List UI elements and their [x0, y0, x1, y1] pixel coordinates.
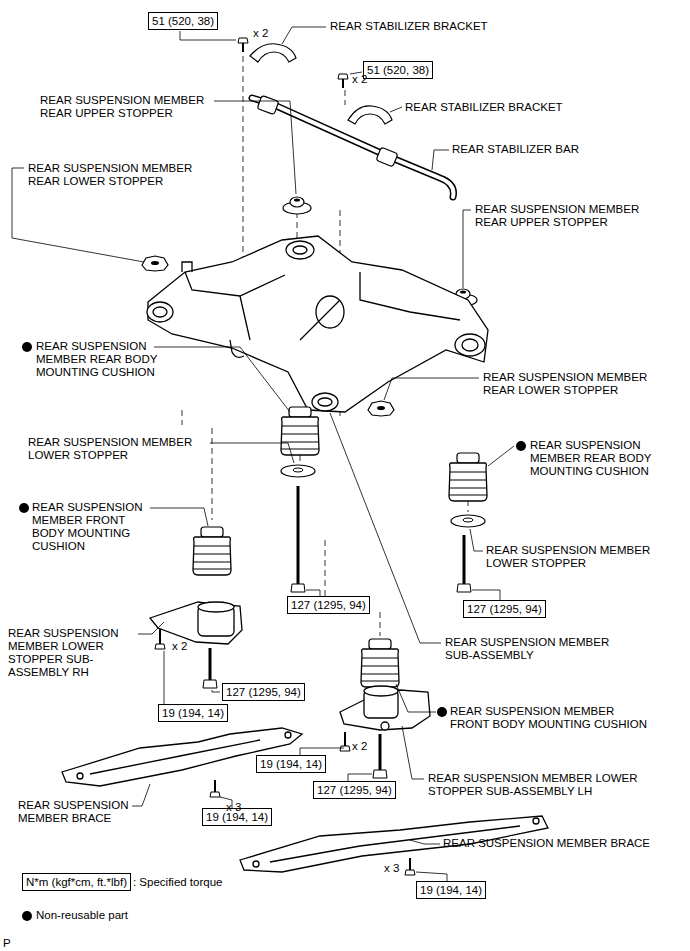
label-line: ASSEMBLY RH	[8, 666, 122, 679]
part-label: REAR SUSPENSION MEMBER REAR LOWER STOPPE…	[483, 371, 650, 397]
label-line: MEMBER BRACE	[18, 812, 132, 825]
torque-value: 51 (520, 38)	[367, 64, 429, 76]
label-line: STOPPER SUB-ASSEMBLY LH	[428, 785, 641, 798]
torque-value: 127 (1295, 94)	[317, 784, 392, 796]
part-label: REAR SUSPENSION MEMBER BRACE	[18, 799, 132, 825]
label-line: BODY MOUNTING	[32, 527, 146, 540]
label-line: REAR LOWER STOPPER	[28, 175, 195, 188]
part-label: REAR SUSPENSION MEMBER SUB-ASSEMBLY	[445, 636, 612, 662]
label-line: REAR SUSPENSION MEMBER LOWER	[428, 772, 641, 785]
label-line: CUSHION	[32, 540, 146, 553]
label-line: REAR SUSPENSION MEMBER	[450, 705, 647, 718]
torque-value: N*m (kgf*cm, ft.*lbf)	[26, 876, 127, 888]
part-label: REAR SUSPENSION MEMBER FRONT BODY MOUNTI…	[450, 705, 647, 731]
label-line: REAR SUSPENSION	[530, 439, 654, 452]
torque-box: 51 (520, 38)	[148, 12, 218, 30]
bolt-quantity: x 2	[352, 740, 367, 753]
label-line: MEMBER FRONT	[32, 514, 146, 527]
part-label: REAR SUSPENSION MEMBER REAR BODY MOUNTIN…	[530, 439, 654, 478]
label-line: MEMBER LOWER	[8, 640, 122, 653]
label-line: REAR LOWER STOPPER	[483, 384, 650, 397]
bolt-quantity: x 2	[253, 27, 268, 40]
part-label: REAR STABILIZER BAR	[452, 143, 579, 156]
part-label: REAR STABILIZER BRACKET	[405, 101, 563, 114]
torque-value: 51 (520, 38)	[152, 15, 214, 27]
label-line: REAR UPPER STOPPER	[40, 107, 207, 120]
part-label: REAR SUSPENSION MEMBER REAR LOWER STOPPE…	[28, 162, 195, 188]
torque-box: 19 (194, 14)	[158, 704, 228, 722]
label-line: MEMBER REAR BODY	[36, 353, 160, 366]
label-line: SUB-ASSEMBLY	[445, 649, 612, 662]
legend-unit-box: N*m (kgf*cm, ft.*lbf)	[22, 873, 131, 891]
label-line: MOUNTING CUSHION	[36, 366, 160, 379]
torque-box: 51 (520, 38)	[363, 61, 433, 79]
label-line: STOPPER SUB-	[8, 653, 122, 666]
label-line: REAR SUSPENSION	[32, 501, 146, 514]
label-line: MOUNTING CUSHION	[530, 465, 654, 478]
torque-box: 127 (1295, 94)	[287, 596, 370, 614]
torque-value: 19 (194, 14)	[162, 707, 224, 719]
part-label: REAR SUSPENSION MEMBER LOWER STOPPER SUB…	[8, 627, 122, 679]
legend-text: Non-reusable part	[36, 909, 128, 922]
page-mark: P	[3, 937, 11, 950]
bolt-quantity: x 3	[226, 801, 241, 814]
label-line: REAR SUSPENSION MEMBER	[28, 436, 195, 449]
torque-box: 127 (1295, 94)	[313, 781, 396, 799]
part-label: REAR STABILIZER BRACKET	[330, 20, 488, 33]
label-line: REAR SUSPENSION MEMBER	[445, 636, 612, 649]
label-line: REAR SUSPENSION MEMBER	[486, 544, 653, 557]
part-label: REAR SUSPENSION MEMBER LOWER STOPPER	[486, 544, 653, 570]
torque-box: 127 (1295, 94)	[222, 683, 305, 701]
torque-value: 127 (1295, 94)	[226, 686, 301, 698]
torque-value: 127 (1295, 94)	[291, 599, 366, 611]
label-line: REAR SUSPENSION	[36, 340, 160, 353]
part-label: REAR SUSPENSION MEMBER REAR UPPER STOPPE…	[40, 94, 207, 120]
bolt-quantity: x 3	[384, 862, 399, 875]
bolt-quantity: x 2	[352, 73, 367, 86]
part-label: REAR SUSPENSION MEMBER LOWER STOPPER SUB…	[428, 772, 641, 798]
label-line: FRONT BODY MOUNTING CUSHION	[450, 718, 647, 731]
part-label: REAR SUSPENSION MEMBER REAR BODY MOUNTIN…	[36, 340, 160, 379]
label-line: MEMBER REAR BODY	[530, 452, 654, 465]
label-line: LOWER STOPPER	[28, 449, 195, 462]
legend-text: : Specified torque	[133, 876, 223, 889]
part-label: REAR SUSPENSION MEMBER REAR UPPER STOPPE…	[475, 203, 642, 229]
torque-box: 127 (1295, 94)	[463, 600, 546, 618]
torque-value: 19 (194, 14)	[420, 884, 482, 896]
torque-value: 127 (1295, 94)	[467, 603, 542, 615]
torque-box: 19 (194, 14)	[416, 881, 486, 899]
label-line: REAR UPPER STOPPER	[475, 216, 642, 229]
part-label: REAR SUSPENSION MEMBER BRACE	[443, 837, 650, 850]
label-line: REAR SUSPENSION	[18, 799, 132, 812]
torque-value: 19 (194, 14)	[260, 758, 322, 770]
label-line: REAR SUSPENSION MEMBER	[483, 371, 650, 384]
label-line: REAR SUSPENSION MEMBER	[40, 94, 207, 107]
part-label: REAR SUSPENSION MEMBER FRONT BODY MOUNTI…	[32, 501, 146, 553]
label-line: REAR SUSPENSION	[8, 627, 122, 640]
bolt-quantity: x 2	[172, 640, 187, 653]
torque-box: 19 (194, 14)	[256, 755, 326, 773]
part-label: REAR SUSPENSION MEMBER LOWER STOPPER	[28, 436, 195, 462]
label-line: REAR SUSPENSION MEMBER	[28, 162, 195, 175]
label-line: REAR SUSPENSION MEMBER	[475, 203, 642, 216]
label-line: LOWER STOPPER	[486, 557, 653, 570]
